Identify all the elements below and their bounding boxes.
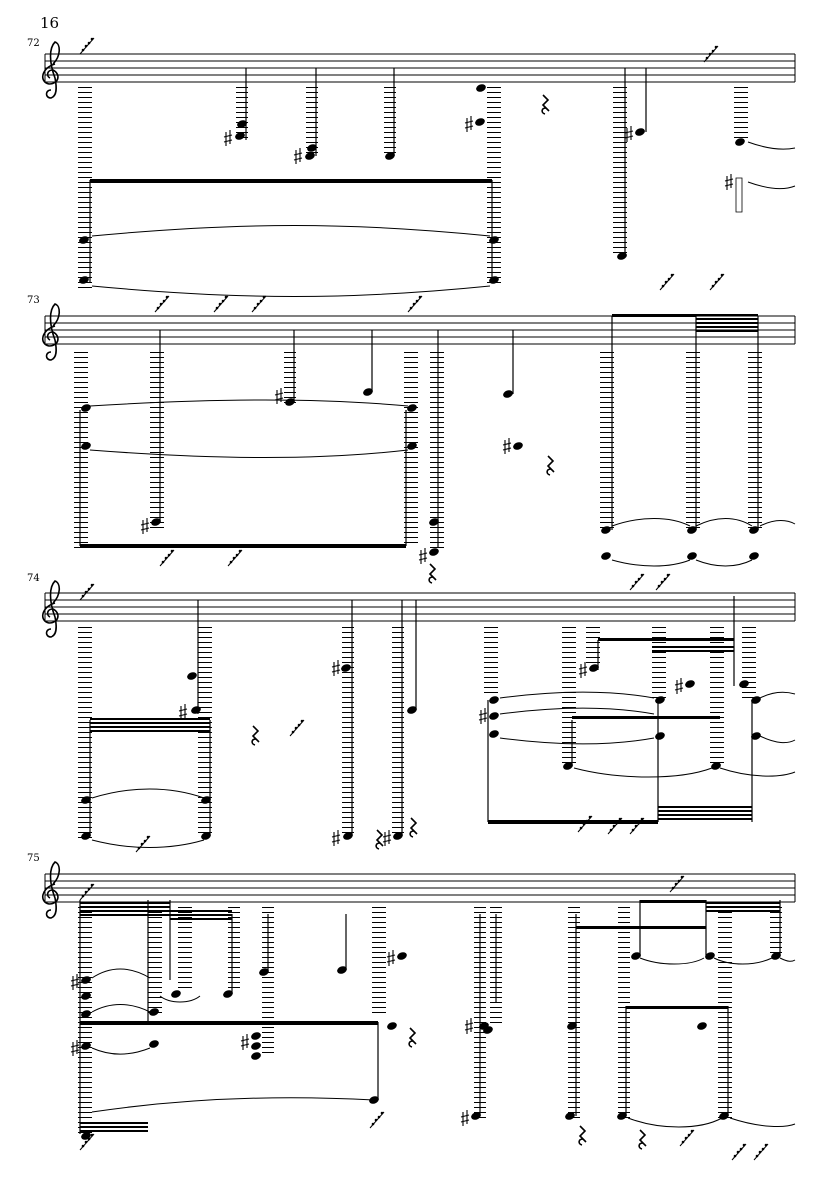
treble-clef-icon <box>41 41 61 99</box>
measure-number-74: 74 <box>27 573 40 584</box>
measure-number-72: 72 <box>27 38 40 49</box>
treble-clef-icon <box>41 861 61 919</box>
treble-clef-icon <box>41 303 61 361</box>
treble-clef-icon <box>41 580 61 638</box>
staff-74 <box>44 592 796 622</box>
system-75 <box>41 861 796 1161</box>
staff-72 <box>44 53 796 83</box>
page-number: 16 <box>40 14 60 32</box>
system-74 <box>41 580 796 853</box>
staff-73 <box>44 315 796 345</box>
measure-number-75: 75 <box>27 853 40 864</box>
system-72 <box>41 37 796 297</box>
measure-number-73: 73 <box>27 295 40 306</box>
system-73 <box>41 273 796 591</box>
